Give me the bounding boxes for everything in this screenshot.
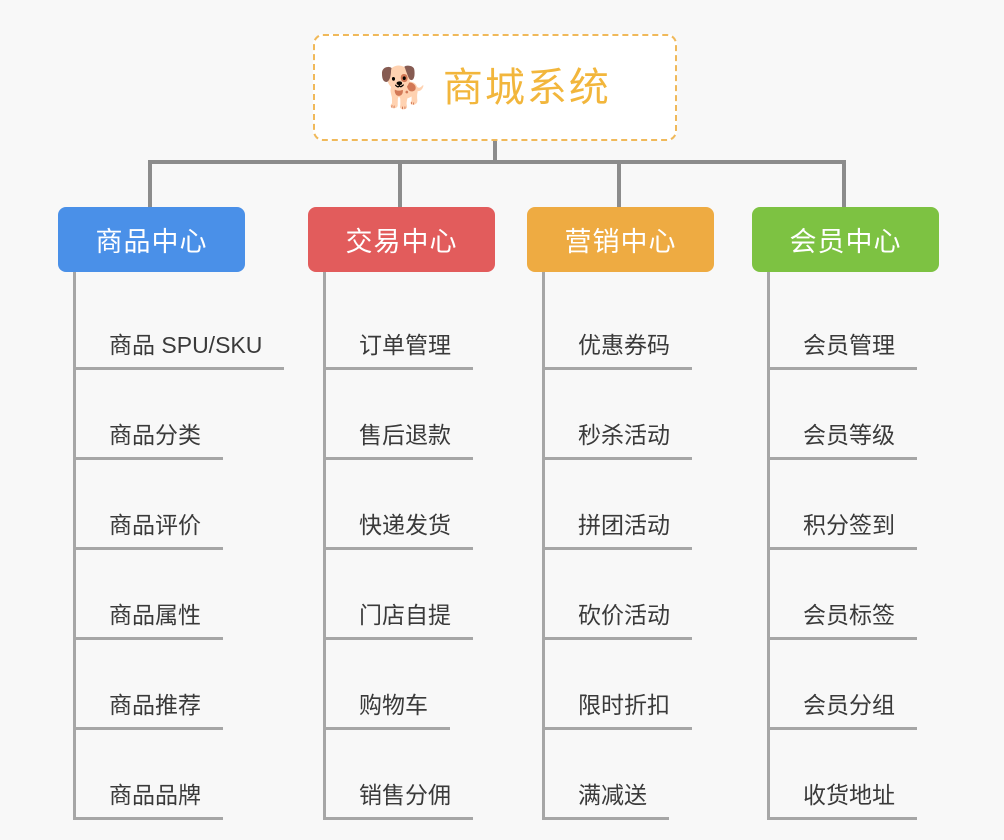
list-item-label: 会员等级 [770, 422, 917, 460]
list-item-label: 商品推荐 [76, 692, 223, 730]
list-item-label: 优惠券码 [545, 332, 692, 370]
list-item-label: 订单管理 [326, 332, 473, 370]
branch-items-product-center: 商品 SPU/SKU 商品分类 商品评价 商品属性 商品推荐 商品品牌 [73, 272, 285, 820]
list-item[interactable]: 会员分组 [770, 640, 939, 730]
list-item[interactable]: 商品品牌 [76, 730, 284, 820]
list-item-label: 会员分组 [770, 692, 917, 730]
list-item[interactable]: 商品评价 [76, 460, 284, 550]
list-item[interactable]: 订单管理 [326, 280, 495, 370]
list-item[interactable]: 优惠券码 [545, 280, 714, 370]
list-item-label: 快递发货 [326, 512, 473, 550]
list-item[interactable]: 会员标签 [770, 550, 939, 640]
list-item-label: 门店自提 [326, 602, 473, 640]
connector-drop-2 [398, 160, 402, 207]
list-item[interactable]: 满减送 [545, 730, 714, 820]
list-item[interactable]: 会员管理 [770, 280, 939, 370]
list-item[interactable]: 门店自提 [326, 550, 495, 640]
list-item-label: 会员管理 [770, 332, 917, 370]
list-item-label: 砍价活动 [545, 602, 692, 640]
list-item-label: 会员标签 [770, 602, 917, 640]
list-item[interactable]: 售后退款 [326, 370, 495, 460]
list-item[interactable]: 限时折扣 [545, 640, 714, 730]
branch-items-trade-center: 订单管理 售后退款 快递发货 门店自提 购物车 销售分佣 [323, 272, 495, 820]
list-item[interactable]: 收货地址 [770, 730, 939, 820]
list-item-label: 商品属性 [76, 602, 223, 640]
list-item[interactable]: 购物车 [326, 640, 495, 730]
branch-header-marketing-center[interactable]: 营销中心 [527, 207, 714, 272]
list-item[interactable]: 积分签到 [770, 460, 939, 550]
list-item[interactable]: 商品属性 [76, 550, 284, 640]
list-item[interactable]: 秒杀活动 [545, 370, 714, 460]
branch-column-product-center: 商品中心 商品 SPU/SKU 商品分类 商品评价 商品属性 商品推荐 商品品牌 [58, 207, 285, 820]
list-item-label: 秒杀活动 [545, 422, 692, 460]
list-item-label: 收货地址 [770, 782, 917, 820]
branch-header-product-center[interactable]: 商品中心 [58, 207, 245, 272]
connector-drop-4 [842, 160, 846, 207]
list-item-label: 商品分类 [76, 422, 223, 460]
list-item[interactable]: 拼团活动 [545, 460, 714, 550]
list-item-label: 商品评价 [76, 512, 223, 550]
branch-header-member-center[interactable]: 会员中心 [752, 207, 939, 272]
list-item-label: 拼团活动 [545, 512, 692, 550]
list-item-label: 商品品牌 [76, 782, 223, 820]
list-item-label: 限时折扣 [545, 692, 692, 730]
connector-horizontal-bus [148, 160, 846, 164]
list-item[interactable]: 商品分类 [76, 370, 284, 460]
shiba-dog-face-icon: 🐕 [379, 65, 429, 110]
list-item[interactable]: 商品 SPU/SKU [76, 280, 285, 370]
root-title: 商城系统 [442, 65, 611, 110]
connector-drop-3 [617, 160, 621, 207]
root-node[interactable]: 🐕 商城系统 [313, 34, 677, 141]
branch-column-trade-center: 交易中心 订单管理 售后退款 快递发货 门店自提 购物车 销售分佣 [308, 207, 495, 820]
list-item-label: 满减送 [545, 782, 669, 820]
list-item-label: 商品 SPU/SKU [76, 332, 285, 370]
branch-column-member-center: 会员中心 会员管理 会员等级 积分签到 会员标签 会员分组 收货地址 [752, 207, 939, 820]
list-item[interactable]: 砍价活动 [545, 550, 714, 640]
connector-root-stem [493, 141, 497, 163]
branch-header-trade-center[interactable]: 交易中心 [308, 207, 495, 272]
list-item[interactable]: 会员等级 [770, 370, 939, 460]
list-item-label: 售后退款 [326, 422, 473, 460]
list-item-label: 积分签到 [770, 512, 917, 550]
list-item-label: 销售分佣 [326, 782, 473, 820]
list-item-label: 购物车 [326, 692, 450, 730]
list-item[interactable]: 商品推荐 [76, 640, 284, 730]
branch-items-member-center: 会员管理 会员等级 积分签到 会员标签 会员分组 收货地址 [767, 272, 939, 820]
branch-items-marketing-center: 优惠券码 秒杀活动 拼团活动 砍价活动 限时折扣 满减送 [542, 272, 714, 820]
connector-drop-1 [148, 160, 152, 207]
list-item[interactable]: 快递发货 [326, 460, 495, 550]
branch-column-marketing-center: 营销中心 优惠券码 秒杀活动 拼团活动 砍价活动 限时折扣 满减送 [527, 207, 714, 820]
list-item[interactable]: 销售分佣 [326, 730, 495, 820]
